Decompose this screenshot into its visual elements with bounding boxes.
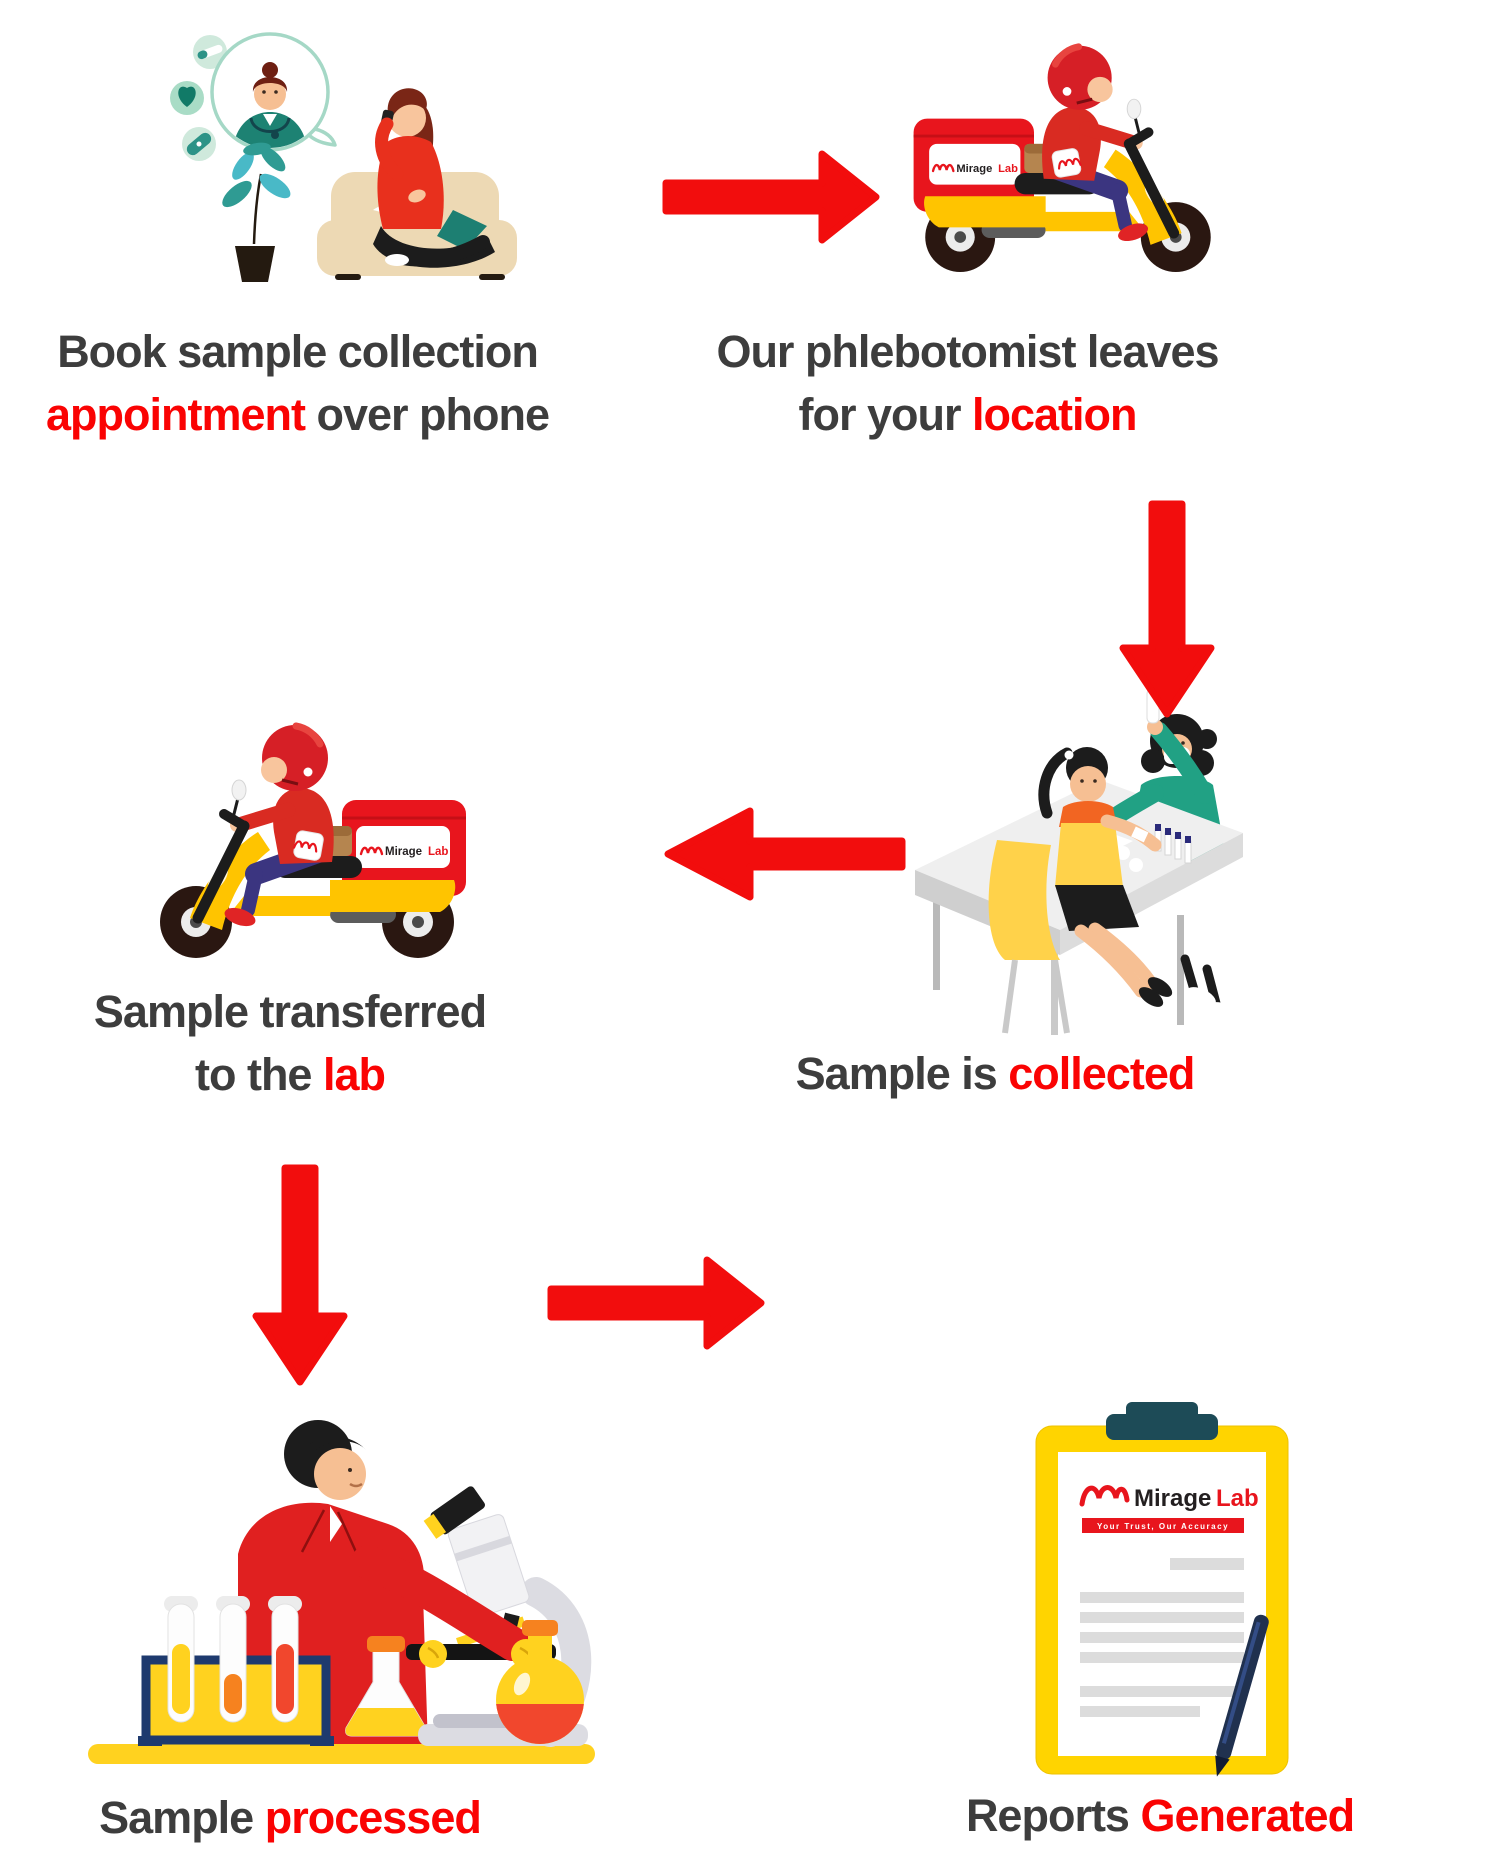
report-tagline: Your Trust, Our Accuracy: [1097, 1522, 1229, 1531]
caption-line: Sample transferred: [15, 980, 565, 1043]
report-logo-primary: Mirage: [1134, 1485, 1211, 1512]
caption-text: Sample transferred: [93, 986, 487, 1037]
caption-text: Book sample collection: [57, 326, 539, 377]
blood-sample-collection-at-table-icon: [915, 681, 1243, 1035]
clipboard: [1035, 1402, 1289, 1775]
flow-arrow-right-1: [662, 150, 880, 244]
caption-line: Sample processed: [25, 1786, 555, 1849]
caption-text: processed: [264, 1792, 482, 1843]
nurse-legs: [1180, 954, 1239, 1022]
caption-line: Sample is collected: [755, 1042, 1235, 1105]
pen-icon: [1215, 1614, 1269, 1777]
mirage-logo-icon: [931, 163, 955, 173]
caption-text: location: [972, 389, 1138, 440]
caption-text: over phone: [304, 389, 550, 440]
caption-line: Reports Generated: [895, 1784, 1425, 1847]
plant-icon: [222, 142, 291, 282]
heart-icon: [178, 86, 196, 107]
bandage-icon: [186, 132, 212, 156]
caption-text: Sample is: [795, 1048, 1009, 1099]
mirage-logo-icon: [359, 846, 384, 856]
woman-on-phone: [373, 88, 495, 268]
test-tube-rack-icon: [138, 1596, 334, 1746]
scientist-with-microscope-icon: [88, 1420, 595, 1764]
caption-text: Generated: [1140, 1790, 1355, 1841]
caption-reports-generated: Reports Generated: [895, 1784, 1425, 1847]
box-label-accent: Lab: [998, 163, 1018, 175]
cotton-swab-icon: [1131, 826, 1149, 843]
mirage-lab-box-label: Mirage Lab: [359, 846, 448, 858]
delivery-scooter-rider-icon: Mirage Lab: [135, 714, 480, 962]
erlenmeyer-flask-icon: [345, 1636, 427, 1737]
patient: [1038, 747, 1173, 1007]
report-logo: Mirage Lab Your Trust, Our Accuracy: [1079, 1485, 1259, 1533]
glove-icon: [419, 1640, 447, 1668]
caption-line: to the lab: [15, 1043, 565, 1106]
caption-text: for your: [798, 389, 972, 440]
flow-arrow-left-1: [664, 807, 906, 901]
caption-sample-transferred: Sample transferred to the lab: [15, 980, 565, 1106]
caption-text: lab: [322, 1049, 386, 1100]
mirage-logo-icon: [1079, 1485, 1130, 1507]
caption-phlebotomist-leaves: Our phlebotomist leaves for your locatio…: [690, 320, 1245, 446]
mirage-lab-box-label: Mirage Lab: [931, 163, 1018, 175]
caption-line: appointment over phone: [5, 383, 590, 446]
caption-line: Our phlebotomist leaves: [690, 320, 1245, 383]
box-label-primary: Mirage: [385, 846, 422, 858]
flow-arrow-down-1: [1119, 500, 1215, 718]
box-label-accent: Lab: [428, 846, 448, 858]
caption-line: for your location: [690, 383, 1245, 446]
caption-sample-collected: Sample is collected: [755, 1042, 1235, 1105]
caption-book-appointment: Book sample collection appointment over …: [5, 320, 590, 446]
patient-chair: [988, 840, 1070, 1034]
woman-on-phone-with-nurse-thought-bubble-icon: [170, 32, 517, 282]
box-label-primary: Mirage: [956, 163, 992, 175]
flow-arrow-right-2: [547, 1256, 765, 1350]
report-logo-accent: Lab: [1216, 1485, 1259, 1512]
caption-text: appointment: [45, 389, 306, 440]
report-text-lines: [1080, 1558, 1244, 1717]
thought-bubble: [210, 32, 337, 152]
caption-line: Book sample collection: [5, 320, 590, 383]
flow-arrow-down-2: [252, 1164, 348, 1386]
caption-text: Our phlebotomist leaves: [716, 326, 1219, 377]
medical-icon-bubbles: [170, 35, 227, 161]
caption-text: Reports: [965, 1790, 1141, 1841]
nurse-icon: [233, 62, 307, 148]
clipboard-clip: [1106, 1414, 1218, 1440]
caption-text: Sample: [99, 1792, 265, 1843]
delivery-scooter-rider-icon: Mirage Lab: [900, 35, 1235, 276]
lab-table: [88, 1744, 595, 1764]
caption-sample-processed: Sample processed: [25, 1786, 555, 1849]
pillow: [437, 210, 487, 250]
lab-report-clipboard-icon: Mirage Lab Your Trust, Our Accuracy: [1035, 1402, 1289, 1777]
caption-text: to the: [194, 1049, 323, 1100]
caption-text: collected: [1008, 1048, 1195, 1099]
